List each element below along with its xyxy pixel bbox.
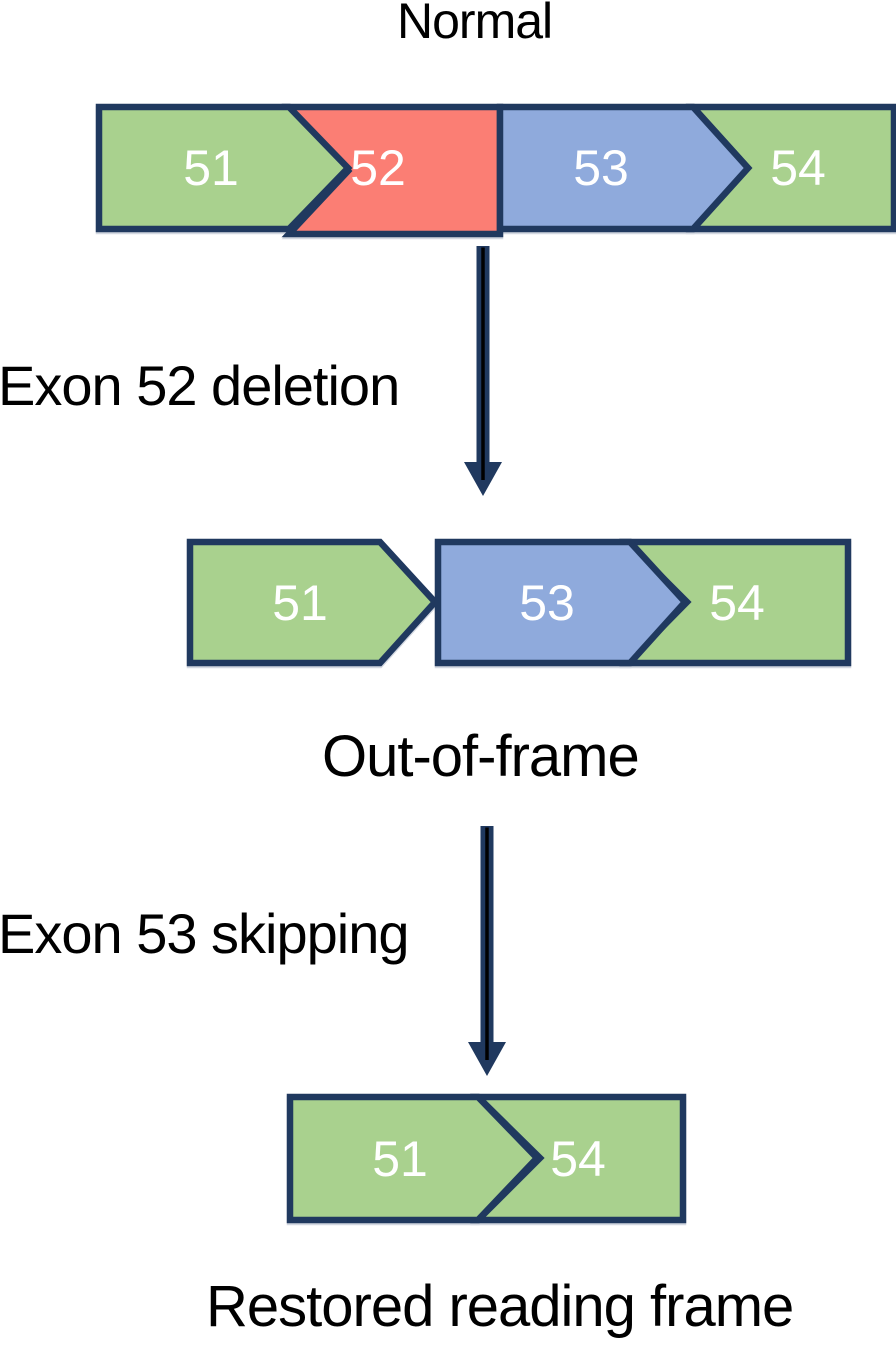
deletion-down-arrow-icon <box>464 246 502 496</box>
exon-54-label: 54 <box>770 140 826 196</box>
title-normal: Normal <box>397 0 553 49</box>
exon-51-label: 51 <box>183 140 239 196</box>
caption-restored-reading-frame: Restored reading frame <box>206 1274 794 1339</box>
exon-53-shape <box>496 103 753 233</box>
exon-53-shape <box>434 538 690 667</box>
caption-out-of-frame: Out-of-frame <box>322 724 640 789</box>
exon-53-label: 53 <box>573 140 629 196</box>
exon-51-shape <box>186 538 440 667</box>
exon-53-label: 53 <box>519 575 575 631</box>
exon-51-shape <box>95 103 353 233</box>
step-exon-52-deletion-label: Exon 52 deletion <box>0 354 400 417</box>
exon-54-label: 54 <box>709 575 765 631</box>
exon-51-label: 51 <box>272 575 328 631</box>
step-exon-53-skipping-label: Exon 53 skipping <box>0 902 410 965</box>
out-of-frame-transcript-row: 51 53 54 <box>186 538 852 667</box>
restored-transcript-row: 51 54 <box>286 1093 687 1224</box>
exon-54-label: 54 <box>550 1131 606 1187</box>
exon-51-label: 51 <box>372 1131 428 1187</box>
normal-transcript-row: 51 52 53 54 <box>95 103 896 238</box>
exon-52-label: 52 <box>350 140 406 196</box>
exon-51-shape <box>286 1093 542 1224</box>
skipping-down-arrow-icon <box>468 826 506 1076</box>
